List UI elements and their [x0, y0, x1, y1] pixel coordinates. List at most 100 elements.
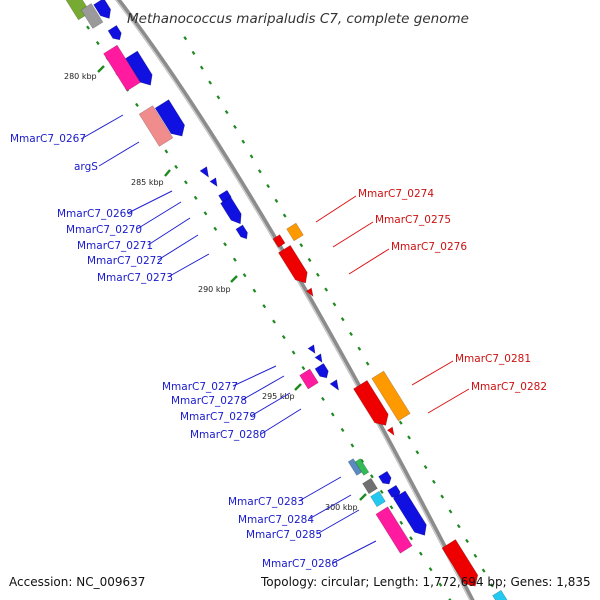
gene-label[interactable]: MmarC7_0282 [471, 381, 547, 393]
gene-label[interactable]: MmarC7_0267 [10, 133, 86, 145]
track-dot [389, 505, 394, 510]
gene-arrow[interactable] [371, 370, 411, 422]
gene-arrow[interactable] [272, 234, 286, 248]
track-dot [448, 509, 453, 514]
gene-label[interactable]: MmarC7_0272 [87, 255, 163, 267]
gene-label-connector [332, 540, 377, 564]
gene-arrow[interactable] [375, 506, 413, 554]
gene-arrow[interactable] [107, 25, 124, 42]
track-dot [428, 567, 433, 572]
track-dot [274, 198, 279, 203]
gene-arrow[interactable] [354, 458, 370, 476]
gene-label-connector [167, 253, 210, 278]
track-dot [324, 287, 329, 292]
track-dot [183, 36, 188, 41]
track-dot [233, 124, 237, 129]
track-dot [223, 242, 227, 247]
gene-arrow[interactable] [93, 0, 115, 22]
track-dot [418, 551, 423, 556]
gene-arrow[interactable] [378, 470, 394, 486]
gene-arrow[interactable] [329, 379, 342, 393]
gene-label[interactable]: MmarC7_0286 [262, 558, 338, 570]
gene-label-connector [411, 360, 454, 386]
gene-arrow[interactable] [154, 99, 189, 141]
gene-arrow[interactable] [278, 244, 311, 286]
tick-dots-layer [76, 10, 503, 600]
map-title: Methanococcus maripaludis C7, complete g… [127, 11, 469, 27]
track-dot [465, 538, 469, 544]
gene-label[interactable]: MmarC7_0270 [66, 224, 142, 236]
gene-arrow[interactable] [138, 105, 174, 147]
gene-arrow[interactable] [235, 224, 250, 241]
gene-label-connector [136, 201, 182, 230]
gene-label-connector [147, 217, 191, 246]
track-dot [307, 257, 312, 263]
gene-arrow[interactable] [492, 589, 508, 600]
track-dot [456, 524, 461, 529]
gene-label[interactable]: MmarC7_0276 [391, 241, 467, 253]
gene-label[interactable]: MmarC7_0283 [228, 496, 304, 508]
gene-arrow[interactable] [286, 222, 304, 242]
track-dot [224, 110, 229, 115]
gene-label[interactable]: MmarC7_0279 [180, 411, 256, 423]
track-dot [86, 25, 90, 30]
gene-label-connector [80, 114, 124, 140]
gene-arrow[interactable] [392, 490, 430, 539]
track-dot [199, 65, 204, 70]
gene-arrow[interactable] [209, 177, 220, 188]
track-dot [193, 195, 198, 200]
kbp-tick-label: 290 kbp [198, 285, 231, 294]
gene-arrow[interactable] [80, 3, 104, 29]
gene-label[interactable]: argS [74, 161, 98, 173]
gene-label-connector [157, 234, 199, 261]
gene-arrow[interactable] [314, 363, 331, 380]
track-dot [330, 412, 335, 417]
gene-label[interactable]: MmarC7_0277 [162, 381, 238, 393]
track-dot [370, 474, 374, 479]
track-dot [357, 346, 362, 351]
track-dot [232, 257, 237, 262]
gene-arrow[interactable] [386, 426, 396, 437]
gene-arrow[interactable] [370, 490, 386, 508]
gene-arrow[interactable] [299, 368, 319, 390]
gene-label[interactable]: MmarC7_0273 [97, 272, 173, 284]
gene-label[interactable]: MmarC7_0278 [171, 395, 247, 407]
gene-label[interactable]: MmarC7_0284 [238, 514, 314, 526]
gene-arrow[interactable] [220, 196, 245, 227]
gene-arrow[interactable] [199, 166, 212, 180]
gene-arrow[interactable] [125, 50, 157, 89]
gene-label[interactable]: MmarC7_0269 [57, 208, 133, 220]
track-dot [340, 427, 345, 433]
gene-arrow[interactable] [314, 353, 325, 364]
track-dot [242, 273, 247, 278]
gene-arrow[interactable] [305, 287, 315, 298]
gene-label[interactable]: MmarC7_0281 [455, 353, 531, 365]
track-dot [490, 583, 494, 588]
gene-label[interactable]: MmarC7_0274 [358, 188, 434, 200]
track-dot [272, 319, 276, 324]
gene-label[interactable]: MmarC7_0275 [375, 214, 451, 226]
gene-label-connector [348, 248, 390, 275]
gene-arrow[interactable] [441, 539, 482, 591]
gene-label-connector [427, 388, 470, 414]
kbp-tick-mark [359, 493, 367, 501]
accession-text: Accession: NC_009637 [9, 575, 146, 589]
gene-arrow[interactable] [362, 477, 378, 495]
gene-label[interactable]: MmarC7_0280 [190, 429, 266, 441]
track-dot [282, 213, 287, 218]
track-dot [299, 243, 304, 248]
gene-label[interactable]: MmarC7_0271 [77, 240, 153, 252]
track-dot [409, 536, 413, 541]
track-dot [281, 335, 286, 340]
track-dot [191, 50, 196, 56]
track-dot [252, 288, 257, 293]
gene-label-connector [308, 494, 352, 520]
track-dot [135, 102, 139, 108]
gene-arrow[interactable] [353, 379, 392, 429]
track-dot [203, 211, 208, 216]
gene-arrow[interactable] [307, 344, 318, 355]
track-dot [315, 272, 320, 277]
gene-label[interactable]: MmarC7_0285 [246, 529, 322, 541]
gene-arrow[interactable] [103, 44, 141, 92]
